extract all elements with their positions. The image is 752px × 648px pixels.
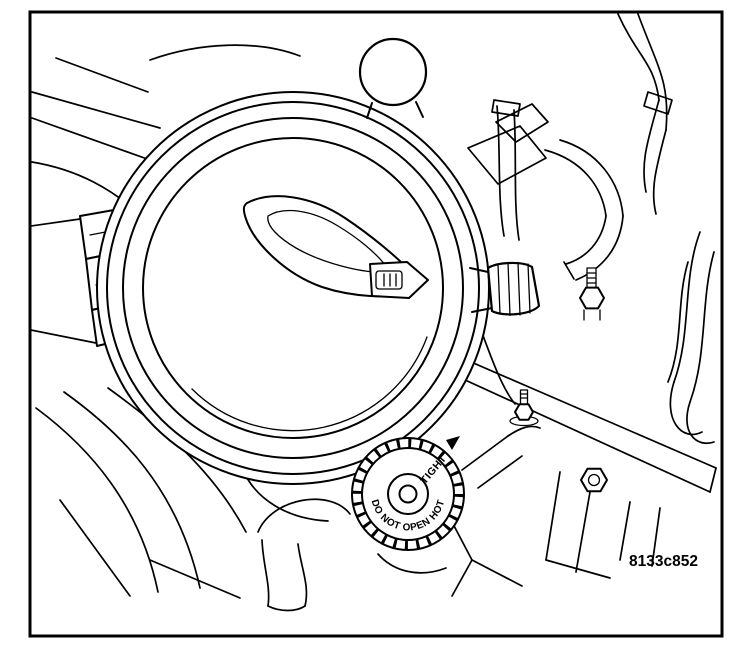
retaining-knob: [469, 261, 541, 317]
cap-scallop-ring: [352, 438, 464, 550]
hex-bolt-upper-right: [579, 267, 605, 321]
figure-number-label: 8133c852: [629, 553, 698, 570]
diagram-border-frame: [28, 10, 724, 638]
engine-bay-lines: [31, 13, 717, 612]
pressure-cap: DO NOT OPEN HOT TIGHT: [351, 436, 465, 551]
hex-bolt-on-bar: [580, 467, 608, 493]
hex-bolt-center: [509, 389, 539, 427]
cover-handle: [242, 195, 429, 299]
air-cleaner-housing-cover: [96, 91, 490, 485]
tighten-direction-arrow-icon: [446, 436, 460, 450]
cap-outer-rim: [351, 437, 465, 551]
handle-latch-arrow-icon: [369, 261, 429, 299]
intake-duct-opening: [358, 37, 428, 119]
